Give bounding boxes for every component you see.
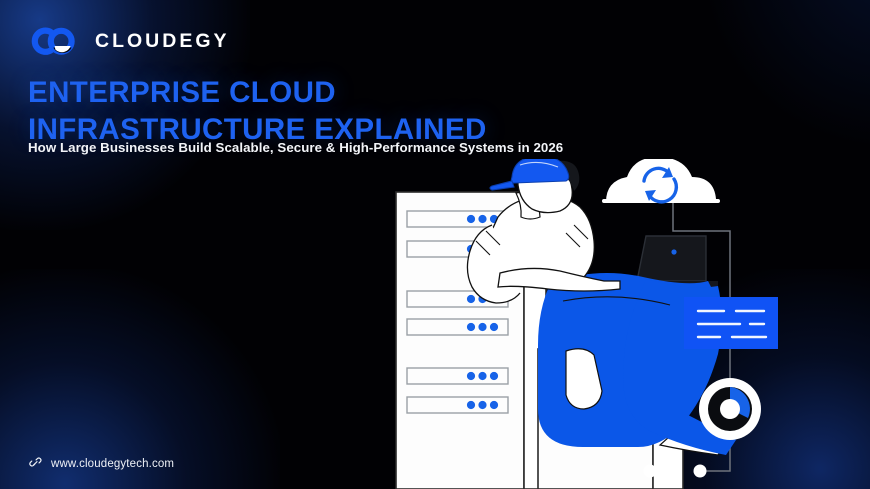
page-title: ENTERPRISE CLOUD INFRASTRUCTURE EXPLAINE… (28, 74, 548, 149)
footer-link[interactable]: www.cloudegytech.com (28, 456, 174, 471)
cloud-sync-icon (602, 159, 720, 204)
donut-chart-icon (699, 378, 761, 440)
cloud-infrastructure-illustration (388, 159, 870, 489)
footer-url-text: www.cloudegytech.com (51, 457, 175, 470)
brand-logo[interactable]: CLOUDEGY (28, 22, 230, 60)
code-card (684, 297, 778, 349)
headline-line-1: ENTERPRISE CLOUD (28, 76, 336, 109)
link-chain-icon (29, 457, 42, 467)
glow-top-right (700, 0, 870, 150)
status-dots (643, 464, 707, 478)
cloudegy-ce-monogram-icon (31, 27, 75, 55)
brand-name: CLOUDEGY (95, 29, 230, 52)
page-subtitle: How Large Businesses Build Scalable, Sec… (28, 140, 564, 155)
